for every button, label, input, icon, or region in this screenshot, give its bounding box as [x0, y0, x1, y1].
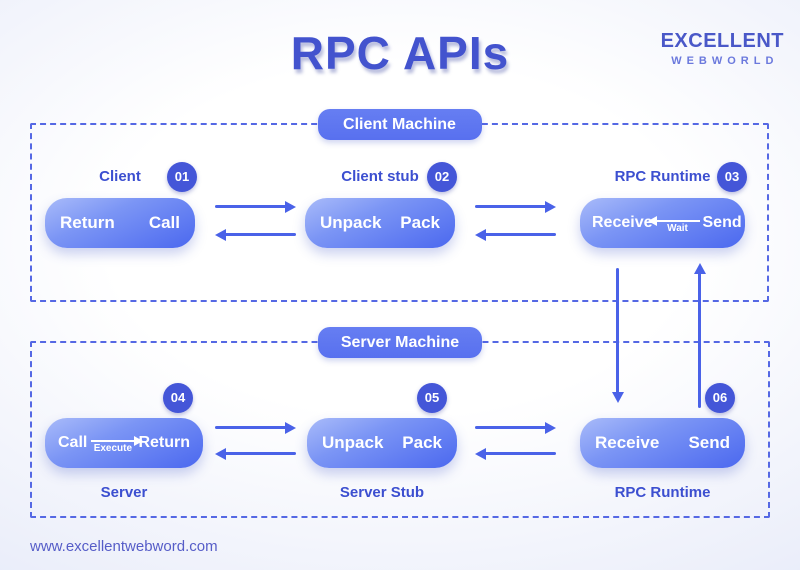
arrow-serverruntime-to-clientruntime-icon — [693, 263, 706, 408]
node-client: Client 01 Return Call — [45, 162, 197, 248]
node-rpc-runtime-client-pill: Receive Wait Send — [580, 198, 745, 248]
node-server-stub-pill: Unpack Pack — [307, 418, 457, 468]
arrow-left-icon — [647, 216, 700, 226]
client-machine-box: Client Machine — [30, 109, 769, 302]
arrow-right-icon — [90, 436, 143, 446]
page-title: RPC APIs — [290, 27, 510, 79]
client-return-label: Return — [60, 213, 115, 232]
arrow-clientstub-to-client-icon — [215, 228, 296, 241]
client-machine-label: Client Machine — [317, 109, 482, 140]
node-client-stub: Client stub 02 Unpack Pack — [305, 162, 457, 248]
node-server-pill: Call Execute Return — [45, 418, 203, 468]
node-client-stub-title: Client stub — [341, 168, 419, 185]
clientstub-unpack-label: Unpack — [320, 213, 382, 232]
node-server-stub-title: Server Stub — [339, 484, 425, 501]
node-server-title: Server — [100, 484, 148, 501]
arrow-serverstub-to-rpcruntime-icon — [475, 421, 556, 434]
node-rpc-runtime-server: 06 Receive Send RPC Runtime — [580, 383, 745, 501]
serverstub-pack-label: Pack — [402, 433, 442, 452]
arrow-rpcruntime-to-serverstub-icon — [475, 447, 556, 460]
arrow-serverstub-to-server-icon — [215, 447, 296, 460]
server-machine-label: Server Machine — [318, 327, 482, 358]
step-badge-01: 01 — [167, 162, 197, 192]
step-badge-03: 03 — [717, 162, 747, 192]
website-link[interactable]: www.excellentwebword.com — [30, 538, 218, 555]
execute-arrow: Execute — [90, 436, 143, 454]
node-server: 04 Call Execute Return Server — [45, 383, 203, 501]
step-badge-04: 04 — [163, 383, 193, 413]
node-client-stub-header: Client stub 02 — [305, 162, 457, 194]
server-call-label: Call — [58, 434, 88, 451]
node-client-title: Client — [99, 168, 141, 185]
arrow-clientruntime-to-serverruntime-icon — [611, 268, 624, 403]
node-rpc-runtime-server-pill: Receive Send — [580, 418, 745, 468]
brand-logo-subname: WEBWORLD — [671, 55, 779, 67]
arrow-rpcruntime-to-clientstub-icon — [475, 228, 556, 241]
rpc-server-receive-label: Receive — [595, 433, 660, 452]
node-rpc-runtime-client-header: RPC Runtime 03 — [580, 162, 747, 194]
wait-label: Wait — [667, 223, 688, 234]
arrow-client-to-clientstub-icon — [215, 200, 296, 213]
brand-logo-name: EXCELLENT — [660, 30, 784, 52]
step-badge-02: 02 — [427, 162, 457, 192]
arrow-server-to-serverstub-icon — [215, 421, 296, 434]
server-machine-box: Server Machine — [30, 327, 770, 518]
node-client-pill: Return Call — [45, 198, 195, 248]
node-client-header: Client 01 — [45, 162, 197, 194]
node-client-stub-pill: Unpack Pack — [305, 198, 455, 248]
arrow-clientstub-to-rpcruntime-icon — [475, 200, 556, 213]
brand-logo: EXCELLENT WEBWORLD — [661, 30, 784, 67]
rpc-client-receive-label: Receive — [592, 214, 653, 231]
node-rpc-runtime-server-title: RPC Runtime — [614, 484, 711, 501]
node-rpc-runtime-client-title: RPC Runtime — [614, 168, 711, 185]
node-rpc-runtime-client: RPC Runtime 03 Receive Wait Send — [580, 162, 747, 248]
step-badge-06: 06 — [705, 383, 735, 413]
clientstub-pack-label: Pack — [400, 213, 440, 232]
rpc-client-send-label: Send — [702, 214, 742, 231]
serverstub-unpack-label: Unpack — [322, 433, 384, 452]
execute-label: Execute — [93, 443, 133, 454]
rpc-server-send-label: Send — [688, 433, 730, 452]
node-server-stub: 05 Unpack Pack Server Stub — [307, 383, 457, 501]
server-return-label: Return — [138, 434, 190, 451]
client-call-label: Call — [148, 213, 180, 232]
step-badge-05: 05 — [417, 383, 447, 413]
wait-arrow: Wait — [647, 216, 700, 234]
